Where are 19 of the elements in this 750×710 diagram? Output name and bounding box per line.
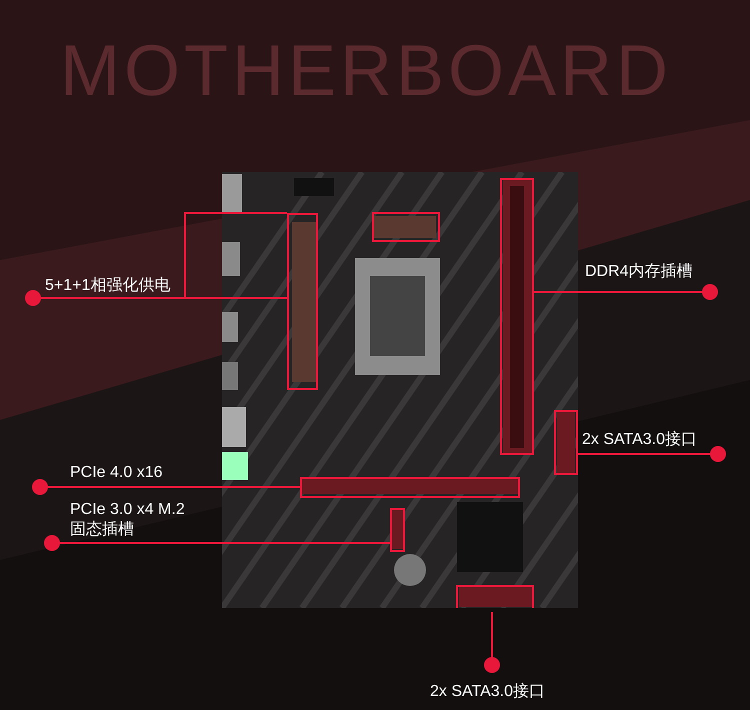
callout-label: PCIe 3.0 x4 M.2 固态插槽 — [70, 500, 190, 540]
leader-line — [44, 535, 390, 551]
leader-line — [578, 446, 726, 462]
motherboard-drawing — [222, 172, 578, 608]
callout-label: 5+1+1相强化供电 — [45, 276, 170, 296]
callout-label: DDR4内存插槽 — [585, 262, 693, 282]
leader-line — [534, 284, 718, 300]
highlight-frame — [287, 213, 318, 390]
leader-line — [484, 612, 500, 673]
callout-label: PCIe 4.0 x16 — [70, 463, 162, 483]
highlight-frame — [554, 410, 578, 475]
highlight-frame — [500, 178, 534, 455]
highlight-frame — [300, 477, 520, 498]
callout-label: 2x SATA3.0接口 — [582, 430, 697, 450]
highlight-frame — [456, 585, 534, 608]
highlight-frame — [390, 508, 405, 552]
callout-label: 2x SATA3.0接口 — [430, 682, 545, 702]
leader-line — [25, 290, 287, 306]
leader-line — [32, 479, 300, 495]
